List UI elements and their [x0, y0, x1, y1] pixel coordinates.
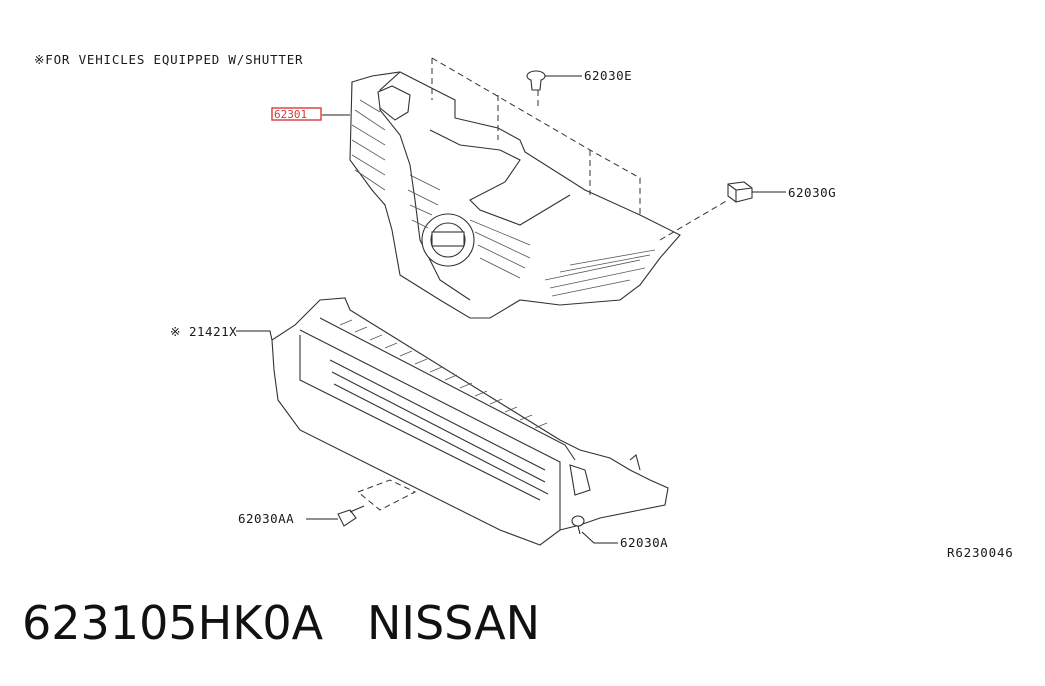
clip-62030e-drawing [526, 70, 546, 91]
shutter-note: ※FOR VEHICLES EQUIPPED W/SHUTTER [34, 52, 303, 67]
exploded-parts-diagram: ※FOR VEHICLES EQUIPPED W/SHUTTER 62301 6… [34, 52, 1014, 560]
part-number: 623105HK0A [22, 596, 324, 650]
callout-62030e[interactable]: 62030E [584, 68, 632, 83]
clip-62030g-drawing [727, 181, 753, 203]
callout-62030a[interactable]: 62030A [620, 535, 668, 550]
part-caption: 623105HK0A NISSAN [22, 596, 540, 650]
leader-lines [236, 75, 786, 544]
callout-21421x[interactable]: ※ 21421X [170, 324, 237, 339]
front-grille-drawing [349, 71, 681, 319]
assembly-dashed-lines [431, 57, 729, 241]
screw-dashed-guide [357, 479, 417, 511]
callout-62301[interactable]: 62301 [274, 108, 307, 121]
shutter-assembly-drawing [271, 297, 669, 546]
brand-name: NISSAN [366, 596, 541, 650]
screw-62030aa-drawing [337, 505, 365, 527]
drawing-code: R6230046 [947, 545, 1014, 560]
selected-part-highlight [271, 107, 322, 121]
screw-62030a-drawing [571, 515, 585, 535]
callout-62030g[interactable]: 62030G [788, 185, 836, 200]
callout-62030aa[interactable]: 62030AA [238, 511, 294, 526]
